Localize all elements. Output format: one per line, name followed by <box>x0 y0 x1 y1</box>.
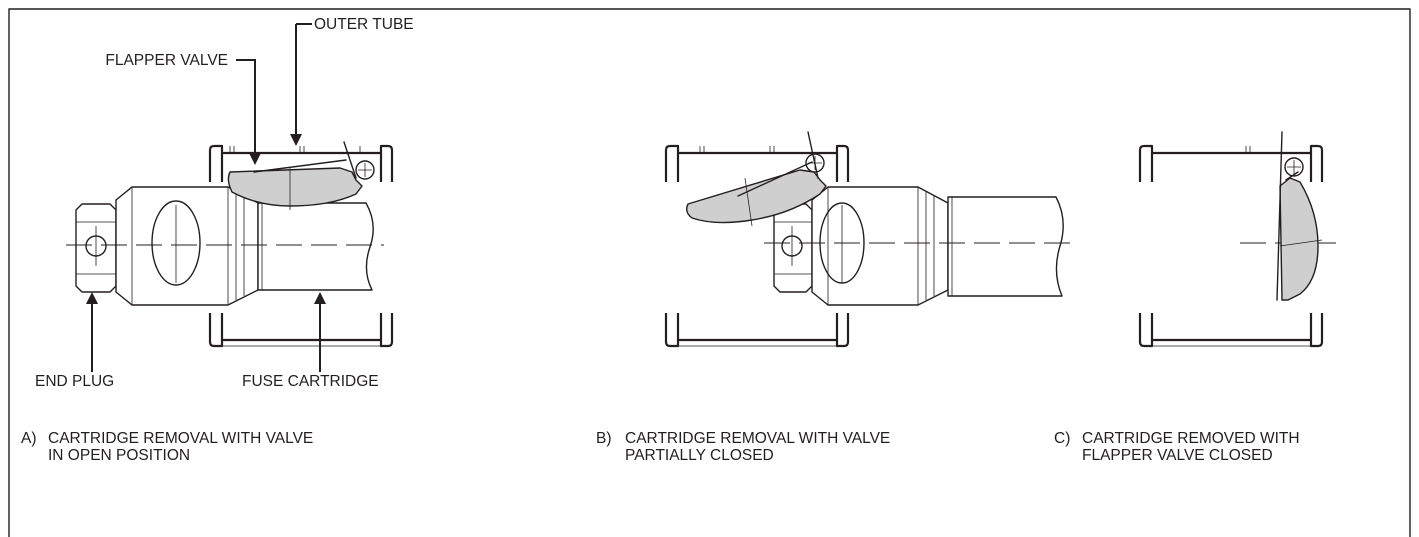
flapper-valve-label: FLAPPER VALVE <box>105 52 228 69</box>
panel-b: B) CARTRIDGE REMOVAL WITH VALVE PARTIALL… <box>596 131 1078 464</box>
outer-tube-c <box>1138 144 1324 348</box>
svg-text:A): A) <box>21 430 37 447</box>
figure-frame <box>8 8 1411 537</box>
caption-a: A) CARTRIDGE REMOVAL WITH VALVE IN OPEN … <box>21 430 313 464</box>
fuse-cartridge-b <box>947 196 1064 297</box>
svg-text:PARTIALLY CLOSED: PARTIALLY CLOSED <box>625 447 774 464</box>
end-plug-a <box>75 186 259 306</box>
outer-tube-label: OUTER TUBE <box>314 16 414 33</box>
flapper-valve-b <box>685 131 827 227</box>
flapper-valve-a <box>227 141 375 210</box>
end-plug-b <box>773 186 949 306</box>
caption-c: C) CARTRIDGE REMOVED WITH FLAPPER VALVE … <box>1054 430 1300 464</box>
end-plug-label: END PLUG <box>35 373 114 390</box>
fuse-cartridge-label: FUSE CARTRIDGE <box>242 373 379 390</box>
svg-text:CARTRIDGE REMOVAL WITH VALVE: CARTRIDGE REMOVAL WITH VALVE <box>625 430 890 447</box>
flapper-valve-leader <box>236 59 256 157</box>
outer-tube-a <box>208 144 394 348</box>
svg-text:B): B) <box>596 430 612 447</box>
fuse-cartridge-a <box>257 202 374 291</box>
panel-a: OUTER TUBE FLAPPER VALVE END PLUG FUSE C… <box>21 16 414 464</box>
outer-tube-b <box>664 144 850 348</box>
svg-text:CARTRIDGE REMOVED WITH: CARTRIDGE REMOVED WITH <box>1082 430 1300 447</box>
flapper-valve-c <box>1276 131 1323 301</box>
svg-text:IN OPEN POSITION: IN OPEN POSITION <box>48 447 190 464</box>
caption-b: B) CARTRIDGE REMOVAL WITH VALVE PARTIALL… <box>596 430 890 464</box>
svg-text:CARTRIDGE REMOVAL WITH VALVE: CARTRIDGE REMOVAL WITH VALVE <box>48 430 313 447</box>
svg-text:C): C) <box>1054 430 1070 447</box>
panel-c: C) CARTRIDGE REMOVED WITH FLAPPER VALVE … <box>1054 131 1342 464</box>
svg-text:FLAPPER VALVE CLOSED: FLAPPER VALVE CLOSED <box>1082 447 1273 464</box>
